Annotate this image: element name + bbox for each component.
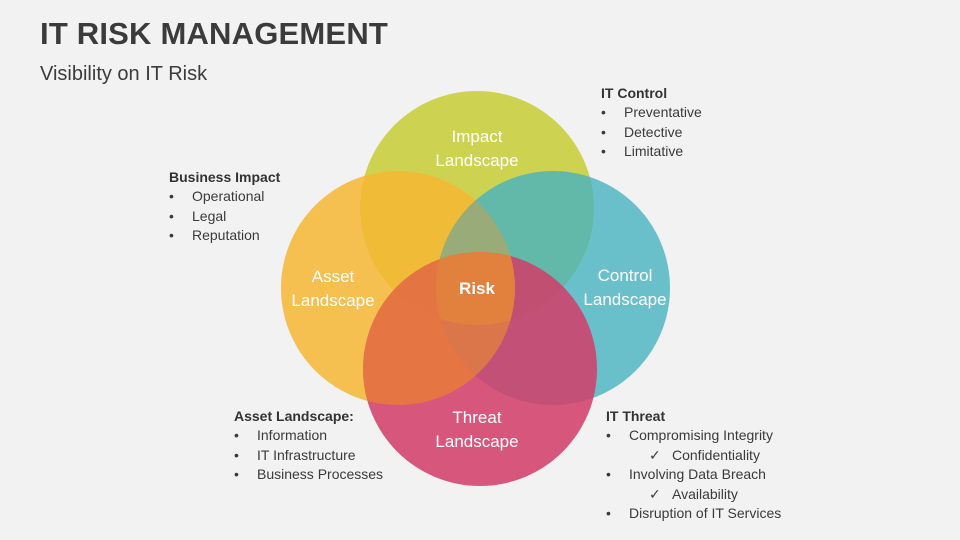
page-title: IT RISK MANAGEMENT <box>40 16 389 51</box>
list-item: • Operational <box>169 187 280 206</box>
item-text: Operational <box>192 188 265 205</box>
page-subtitle: Visibility on IT Risk <box>40 63 208 85</box>
bullet-icon: • <box>601 143 606 160</box>
item-text: Business Processes <box>257 466 384 483</box>
asset-landscape-heading: Asset Landscape: <box>234 408 354 424</box>
item-text: Disruption of IT Services <box>629 505 782 522</box>
list-item: • Involving Data Breach <box>606 465 781 484</box>
asset-threat-overlap <box>363 252 515 405</box>
list-item: • Detective <box>601 123 702 142</box>
list-item: • Information <box>234 426 383 445</box>
impact-landscape-label: Impact Landscape <box>435 125 518 173</box>
bullet-icon: • <box>234 446 239 463</box>
bullet-icon: • <box>606 466 611 483</box>
bullet-icon: • <box>606 505 611 522</box>
bullet-icon: • <box>169 207 174 224</box>
asset-line1: Asset <box>311 267 355 286</box>
list-item: • Business Processes <box>234 465 383 484</box>
item-text: Preventative <box>624 104 702 121</box>
threat-line2: Landscape <box>435 432 519 451</box>
risk-label: Risk <box>459 279 495 298</box>
item-text: IT Infrastructure <box>257 446 356 463</box>
business-impact-note: Business Impact • Operational • Legal • Rep… <box>169 168 280 246</box>
item-text: Availability <box>672 485 738 502</box>
impact-line2: Landscape <box>435 151 519 170</box>
control-line1: Control <box>597 266 653 285</box>
asset-landscape-list: • Information • IT Infrastructure • Busines… <box>234 426 383 484</box>
risk-overlap <box>436 171 515 325</box>
business-impact-list: • Operational • Legal • Reputation <box>169 187 280 245</box>
bullet-icon: • <box>234 427 239 444</box>
it-control-list: • Preventative • Detective • Limitative <box>601 103 702 161</box>
item-text: Limitative <box>624 143 684 160</box>
list-item: • Reputation <box>169 226 280 245</box>
list-item: • Compromising Integrity <box>606 426 781 445</box>
list-item: • Limitative <box>601 142 702 161</box>
list-item: • IT Infrastructure <box>234 446 383 465</box>
it-threat-note: IT Threat • Compromising Integrity ✓ Confi… <box>606 407 781 523</box>
it-threat-list: • Compromising Integrity ✓ Confidentiality… <box>606 426 781 523</box>
bullet-icon: • <box>601 123 606 140</box>
bullet-icon: • <box>606 427 611 444</box>
sub-list-item: ✓ Confidentiality <box>606 446 781 465</box>
check-icon: ✓ <box>649 446 661 463</box>
bullet-icon: • <box>234 466 239 483</box>
bullet-icon: • <box>601 104 606 121</box>
list-item: • Legal <box>169 207 280 226</box>
bullet-icon: • <box>169 227 174 244</box>
item-text: Involving Data Breach <box>629 466 766 483</box>
item-text: Legal <box>192 207 227 224</box>
threat-landscape-label: Threat Landscape <box>435 406 518 454</box>
it-control-heading: IT Control <box>601 85 668 101</box>
check-icon: ✓ <box>649 485 661 502</box>
list-item: • Preventative <box>601 103 702 122</box>
asset-landscape-note: Asset Landscape: • Information • IT Infras… <box>234 407 383 485</box>
item-text: Compromising Integrity <box>629 427 773 444</box>
item-text: Reputation <box>192 227 260 244</box>
threat-line1: Threat <box>452 408 502 427</box>
item-text: Confidentiality <box>672 446 760 463</box>
asset-line2: Landscape <box>291 291 375 310</box>
it-control-note: IT Control • Preventative • Detective • Lim… <box>601 84 702 162</box>
business-impact-heading: Business Impact <box>169 169 281 185</box>
list-item: • Disruption of IT Services <box>606 504 781 523</box>
control-line2: Landscape <box>583 290 667 309</box>
bullet-icon: • <box>169 188 174 205</box>
control-landscape-label: Control Landscape <box>583 264 666 312</box>
it-threat-heading: IT Threat <box>606 408 666 424</box>
item-text: Detective <box>624 123 683 140</box>
sub-list-item: ✓ Availability <box>606 485 781 504</box>
impact-line1: Impact <box>451 127 503 146</box>
item-text: Information <box>257 427 328 444</box>
asset-landscape-label: Asset Landscape <box>291 265 374 313</box>
